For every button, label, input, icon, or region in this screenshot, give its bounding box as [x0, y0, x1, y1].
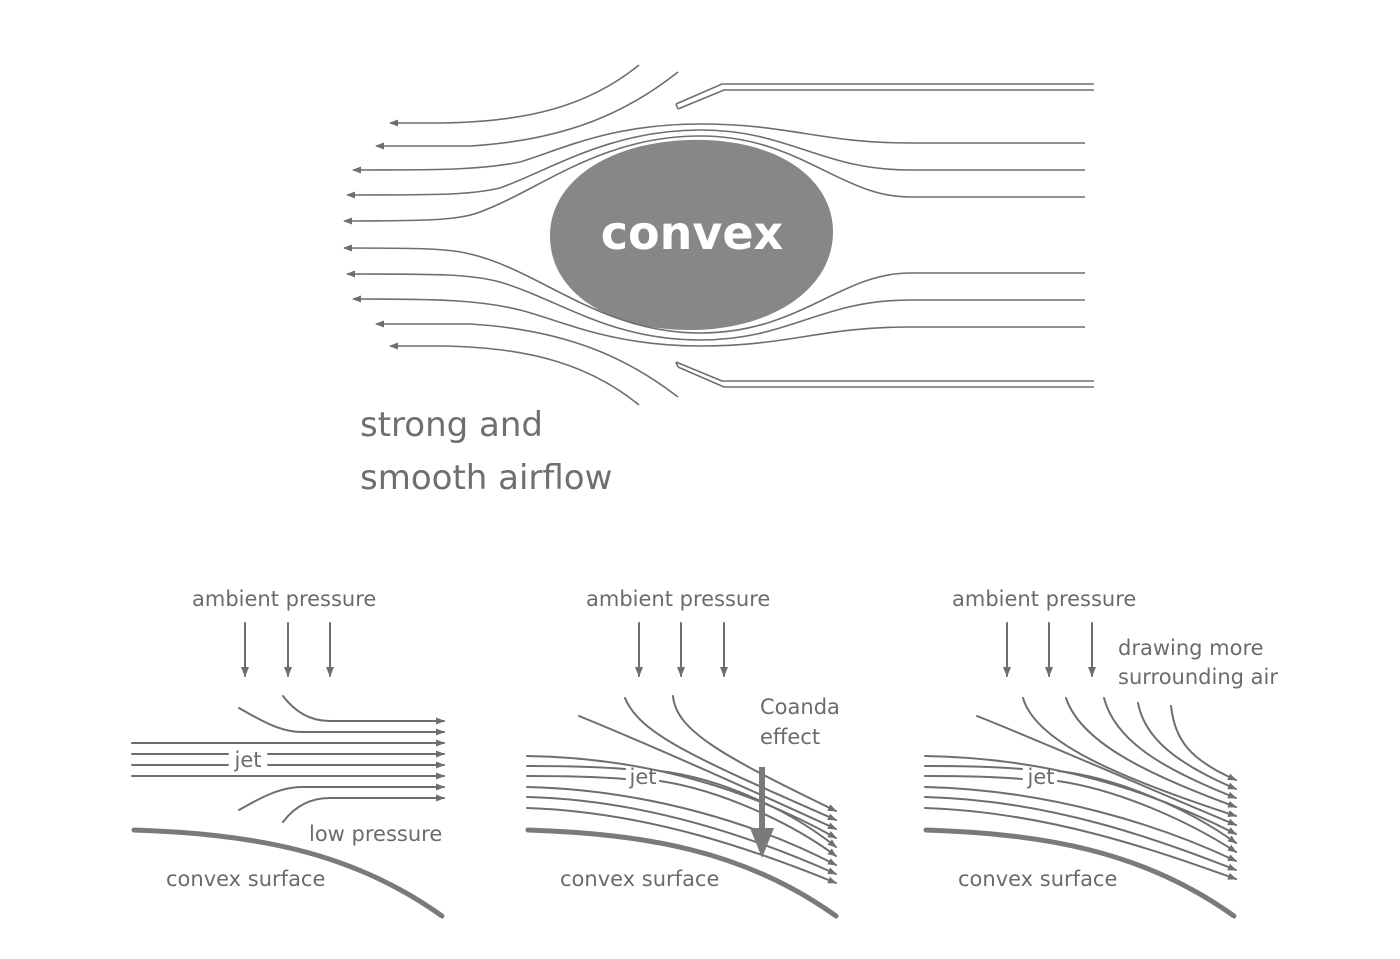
drawing-air-label-line-1: drawing more [1118, 636, 1264, 660]
convex-body-shape [549, 139, 833, 330]
caption-line-1: strong and [360, 405, 543, 445]
streamline [352, 123, 1085, 174]
coanda-label-line-1: Coanda [760, 695, 840, 719]
jet-streamlines [526, 695, 836, 884]
panel-coanda-effect: ambient pressure jet Coanda effect conve… [525, 587, 840, 919]
caption-line-2: smooth airflow [360, 458, 612, 498]
main-flow-diagram: convex strong and smooth airflow [343, 64, 1094, 498]
panel-entrainment: ambient pressure drawing more surroundin… [923, 587, 1278, 919]
convex-surface-label: convex surface [560, 867, 719, 891]
streamline [352, 295, 1085, 347]
jet-streamlines [924, 697, 1236, 880]
low-pressure-label: low pressure [309, 822, 442, 846]
ambient-pressure-arrows [635, 622, 728, 677]
streamline [389, 342, 640, 406]
coanda-force-arrow [750, 767, 774, 858]
drawing-air-label-line-2: surrounding air [1118, 665, 1278, 689]
streamline [346, 129, 1085, 199]
ambient-pressure-arrows [241, 622, 334, 677]
jet-streamlines [131, 695, 444, 823]
coanda-label-line-2: effect [760, 725, 820, 749]
panel-jet-low-pressure: ambient pressure jet low pressure convex… [131, 587, 445, 919]
streamline [375, 320, 679, 398]
streamline [375, 71, 679, 150]
convex-surface [131, 827, 445, 919]
jet-label: jet [629, 765, 657, 789]
streamline [343, 244, 1085, 334]
jet-label: jet [234, 748, 262, 772]
convex-surface-label: convex surface [958, 867, 1117, 891]
ambient-pressure-label: ambient pressure [586, 587, 770, 611]
ambient-pressure-label: ambient pressure [952, 587, 1136, 611]
ambient-pressure-label: ambient pressure [192, 587, 376, 611]
jet-label: jet [1027, 765, 1055, 789]
nozzle-lower-wall [675, 361, 1094, 388]
ambient-pressure-arrows [1003, 622, 1096, 677]
convex-body-label: convex [601, 206, 783, 260]
convex-surface-label: convex surface [166, 867, 325, 891]
streamline [389, 64, 640, 127]
convex-surface [525, 827, 839, 919]
convex-surface [923, 827, 1237, 919]
streamline [343, 135, 1085, 225]
streamline [346, 270, 1085, 341]
nozzle-upper-wall [675, 83, 1094, 110]
